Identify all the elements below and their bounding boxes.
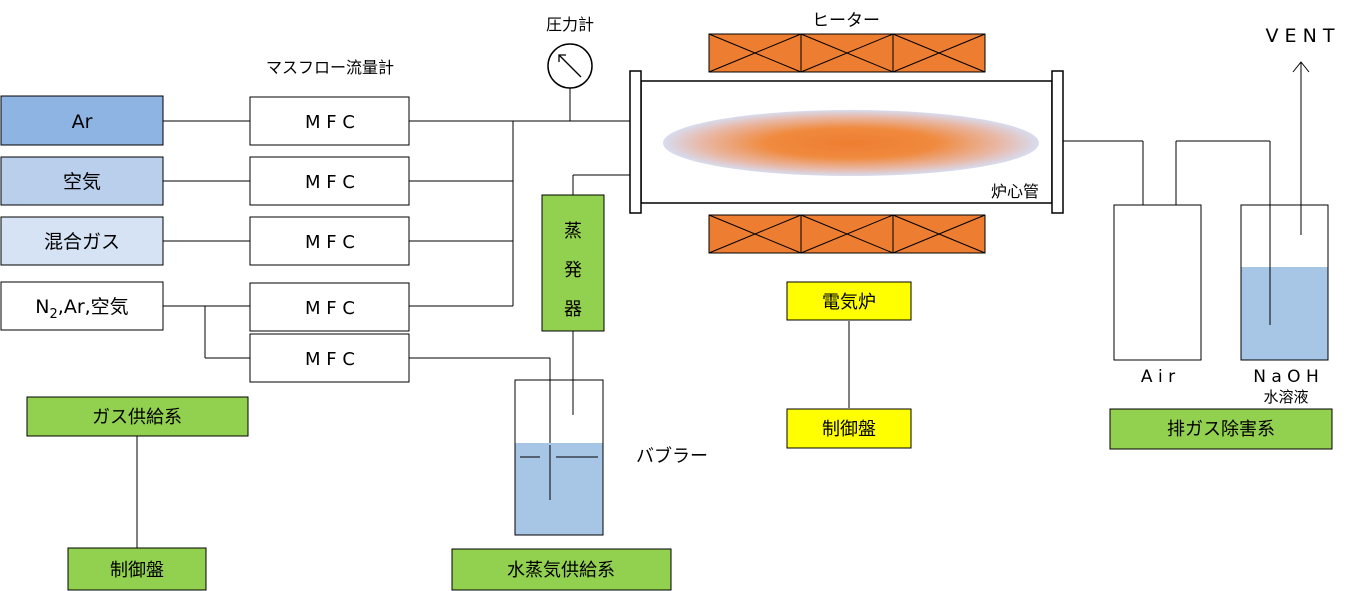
electric-furnace-box bbox=[786, 281, 912, 321]
gas-control-panel-label: 制御盤 bbox=[110, 560, 164, 581]
bubbler-label: バブラー bbox=[636, 445, 708, 467]
furnace-tube bbox=[629, 70, 1064, 214]
heater-label: ヒーター bbox=[812, 11, 880, 31]
mfc-box-4 bbox=[249, 282, 410, 332]
mfc-label-4: M F C bbox=[305, 298, 355, 319]
n2-ar-air-source-box bbox=[0, 281, 164, 331]
heater-top bbox=[708, 33, 986, 73]
n2-ar-air-source-label: N2,Ar,空気 bbox=[35, 296, 128, 322]
evaporator-char-1: 蒸 bbox=[564, 221, 582, 242]
air-source-box bbox=[0, 156, 164, 206]
mixed-gas-source-label: 混合ガス bbox=[44, 231, 120, 253]
steam-supply-system-box bbox=[451, 548, 672, 591]
naoh-label-line1: N a O H bbox=[1253, 367, 1319, 387]
mfc-box-3 bbox=[249, 216, 410, 266]
furnace-control-panel-label: 制御盤 bbox=[822, 419, 876, 440]
evaporator-char-2: 発 bbox=[564, 260, 582, 281]
mfc-label-3: M F C bbox=[305, 232, 355, 253]
mfc-box-2 bbox=[249, 156, 410, 206]
naoh-bottle bbox=[1240, 204, 1329, 361]
air-trap-bottle bbox=[1113, 204, 1202, 361]
furnace-control-panel-box bbox=[786, 408, 912, 449]
ar-source-box bbox=[0, 95, 164, 146]
naoh-label-line2: 水溶液 bbox=[1263, 388, 1308, 406]
n2-prefix: N bbox=[35, 296, 49, 318]
naoh-bottle-liquid bbox=[1241, 267, 1328, 360]
pressure-gauge-icon bbox=[547, 43, 593, 89]
mfc-box-5 bbox=[249, 333, 410, 383]
tube-flange-left bbox=[629, 70, 642, 214]
mfc-label-5: M F C bbox=[305, 349, 355, 370]
n2-suffix: ,Ar,空気 bbox=[58, 296, 129, 318]
furnace-tube-label: 炉心管 bbox=[991, 182, 1039, 201]
gas-supply-system-box bbox=[26, 396, 249, 437]
heater-bottom bbox=[708, 214, 986, 254]
pressure-gauge-label: 圧力計 bbox=[546, 15, 594, 34]
mfc-label-2: M F C bbox=[305, 172, 355, 193]
exhaust-removal-system-box bbox=[1109, 408, 1333, 450]
evaporator-char-3: 器 bbox=[564, 299, 582, 320]
mfc-header: マスフロー流量計 bbox=[266, 58, 394, 77]
plasma-zone bbox=[663, 110, 1039, 176]
bubbler-vessel bbox=[514, 379, 604, 536]
tube-flange-right bbox=[1051, 70, 1064, 214]
steam-supply-system-label: 水蒸気供給系 bbox=[507, 560, 615, 581]
gas-supply-system-label: ガス供給系 bbox=[92, 407, 182, 428]
ar-source-label: Ar bbox=[72, 111, 93, 133]
mfc-label-1: M F C bbox=[305, 112, 355, 133]
mixed-gas-source-box bbox=[0, 216, 164, 266]
gas-control-panel-box bbox=[67, 547, 207, 591]
electric-furnace-label: 電気炉 bbox=[822, 292, 876, 313]
air-trap-label: A i r bbox=[1141, 367, 1175, 387]
exhaust-removal-system-label: 排ガス除害系 bbox=[1167, 419, 1275, 440]
mfc-box-1 bbox=[249, 96, 410, 146]
evaporator-box bbox=[541, 194, 605, 332]
n2-subscript: 2 bbox=[50, 307, 58, 322]
air-source-label: 空気 bbox=[63, 171, 101, 193]
vent-label: V E N T bbox=[1266, 25, 1335, 47]
